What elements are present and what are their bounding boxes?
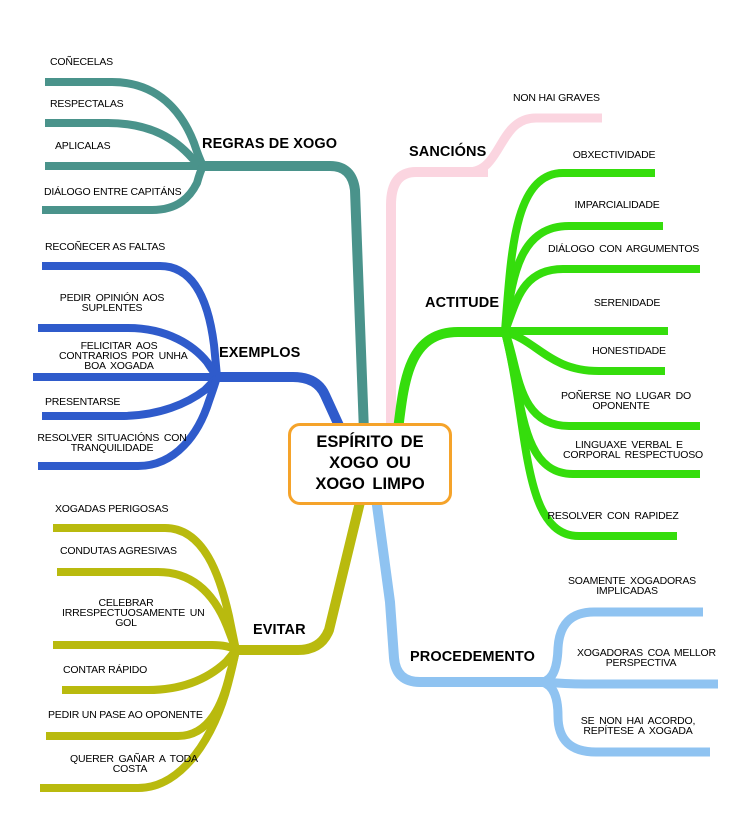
regras-leaf-line-3 — [42, 164, 207, 214]
regras-branch-group — [42, 78, 369, 433]
exemplos-trunk-line — [216, 372, 346, 433]
leaf-obxectividade[interactable]: OBXECTIVIDADE — [572, 149, 656, 161]
procedemento-leaf-line-2 — [540, 677, 710, 757]
exemplos-leaf-line-4 — [38, 375, 221, 470]
procedemento-trunk-line — [371, 497, 546, 687]
topic-evitar[interactable]: EVITAR — [253, 622, 306, 638]
evitar-leaf-line-1 — [57, 568, 240, 652]
topic-procedemento[interactable]: PROCEDEMENTO — [410, 649, 536, 665]
leaf-reconecer-as-faltas[interactable]: RECOÑECER AS FALTAS — [45, 241, 166, 253]
actitude-leaf-line-4 — [503, 328, 665, 375]
actitude-branch-group — [393, 169, 700, 540]
leaf-dialogo-con-argumentos[interactable]: DIÁLOGO CON ARGUMENTOS — [548, 243, 700, 255]
leaf-dialogo-entre-capitans[interactable]: DIÁLOGO ENTRE CAPITÁNS — [44, 186, 182, 198]
regras-trunk-line — [202, 161, 369, 433]
leaf-se-non-hai-acordo[interactable]: SE NON HAI ACORDO,REPÍTESE A XOGADA — [580, 715, 696, 737]
evitar-branch-group — [40, 496, 366, 792]
leaf-conecelas[interactable]: COÑECELAS — [50, 56, 113, 68]
leaf-contar-rapido[interactable]: CONTAR RÁPIDO — [63, 664, 148, 676]
central-topic-line-1: ESPÍRITO DE — [316, 433, 424, 451]
exemplos-leaf-line-1 — [38, 324, 221, 380]
central-topic-line-3: XOGO LIMPO — [315, 475, 425, 493]
leaf-imparcialidade[interactable]: IMPARCIALIDADE — [574, 199, 660, 211]
procedemento-branch-group — [371, 497, 718, 757]
leaf-pedir-un-pase[interactable]: PEDIR UN PASE AO OPONENTE — [48, 709, 203, 721]
exemplos-branch-group — [33, 262, 346, 470]
leaf-presentarse[interactable]: PRESENTARSE — [45, 396, 121, 408]
evitar-leaf-line-5 — [40, 649, 240, 792]
sancions-leaf-line-0 — [467, 113, 602, 177]
leaf-honestidade[interactable]: HONESTIDADE — [592, 345, 666, 357]
leaf-xogadas-perigosas[interactable]: XOGADAS PERIGOSAS — [55, 503, 169, 515]
actitude-leaf-line-2 — [501, 265, 700, 333]
regras-leaf-line-0 — [45, 78, 207, 168]
actitude-trunk-line — [393, 327, 506, 431]
leaf-respectalas[interactable]: RESPECTALAS — [50, 98, 124, 110]
exemplos-leaf-line-0 — [42, 262, 221, 378]
leaf-resolver-con-rapidez[interactable]: RESOLVER CON RAPIDEZ — [547, 510, 679, 522]
leaf-non-hai-graves[interactable]: NON HAI GRAVES — [513, 92, 600, 104]
leaf-serenidade[interactable]: SERENIDADE — [593, 297, 661, 309]
leaf-aplicalas[interactable]: APLICALAS — [55, 140, 111, 152]
leaf-condutas-agresivas[interactable]: CONDUTAS AGRESIVAS — [60, 545, 177, 557]
sancions-trunk-line — [386, 167, 488, 432]
topic-regras-de-xogo[interactable]: REGRAS DE XOGO — [202, 136, 338, 152]
evitar-trunk-line — [236, 496, 366, 655]
topic-sancions[interactable]: SANCIÓNS — [409, 144, 487, 160]
central-topic[interactable]: ESPÍRITO DE XOGO OU XOGO LIMPO — [288, 423, 452, 505]
sancions-branch-group — [386, 113, 602, 432]
topic-exemplos[interactable]: EXEMPLOS — [219, 345, 301, 361]
central-topic-line-2: XOGO OU — [329, 454, 411, 472]
evitar-leaf-line-2 — [53, 641, 239, 654]
topic-actitude[interactable]: ACTITUDE — [425, 295, 500, 311]
procedemento-leaf-line-1 — [544, 677, 718, 689]
procedemento-leaf-line-0 — [540, 607, 703, 687]
actitude-leaf-line-7 — [501, 331, 677, 540]
